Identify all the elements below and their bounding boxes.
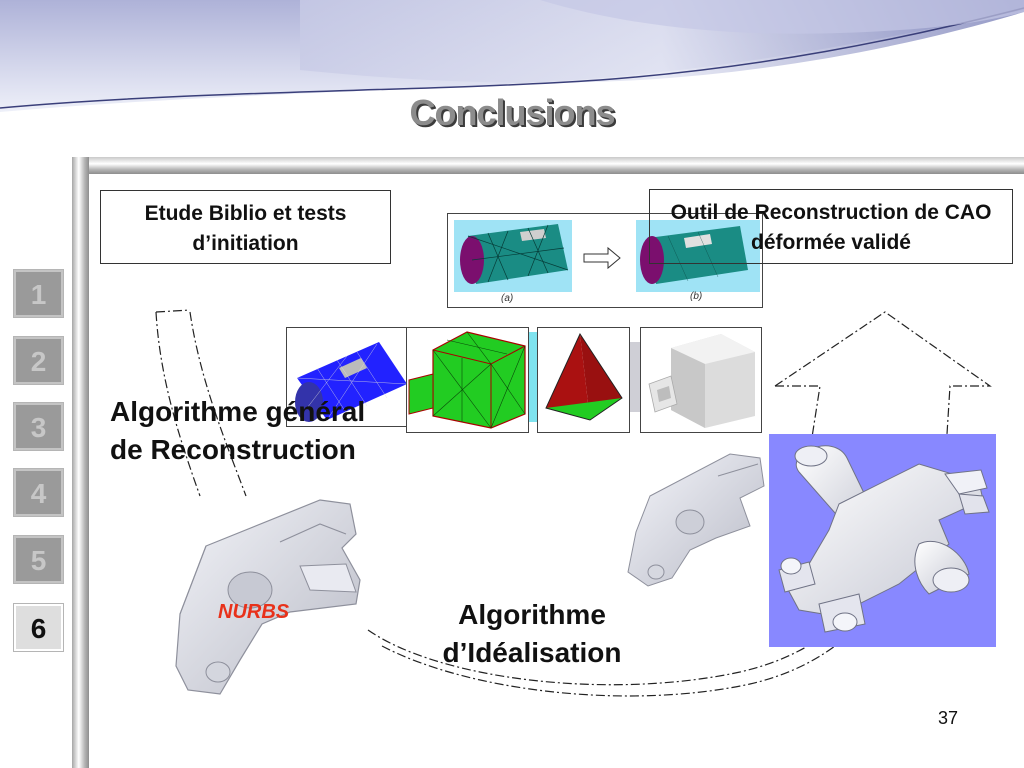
- figure-label-a: (a): [501, 293, 514, 304]
- nurbs-label: NURBS: [218, 601, 290, 623]
- cyan-mesh-strip: [529, 332, 538, 422]
- algo-general-line2: de Reconstruction: [110, 434, 356, 465]
- mesh-cylinder-b-image: [640, 226, 748, 284]
- outil-text: Outil de Reconstruction de CAO déformée …: [670, 201, 992, 254]
- header-swoosh-decoration: [0, 0, 1024, 117]
- figure-label-b: (b): [690, 291, 703, 302]
- nav-button-6-active[interactable]: 6: [13, 603, 64, 652]
- outil-box: Outil de Reconstruction de CAO déformée …: [649, 189, 1013, 264]
- grey-block-thumbnail: [640, 327, 762, 433]
- algo-ideal-line2: d’Idéalisation: [442, 637, 622, 668]
- algo-general-line1: Algorithme général: [110, 396, 366, 427]
- idealized-part-image: [778, 445, 990, 633]
- mesh-comparison-figure: [447, 213, 763, 308]
- arrow-right-icon: [583, 246, 621, 270]
- algo-general-label: Algorithme général de Reconstruction: [110, 393, 365, 469]
- mesh-cylinder-a-image: [460, 224, 569, 284]
- algo-ideal-line1: Algorithme: [458, 599, 606, 630]
- biblio-text: Etude Biblio et tests d’initiation: [144, 202, 347, 255]
- tetrahedron-thumbnail: [537, 327, 630, 433]
- nav-button-3[interactable]: 3: [13, 402, 64, 451]
- nav-button-4[interactable]: 4: [13, 468, 64, 517]
- content-frame-top-bar: [72, 157, 1024, 174]
- nav-button-5[interactable]: 5: [13, 535, 64, 584]
- nav-button-2[interactable]: 2: [13, 336, 64, 385]
- green-block-mesh-thumbnail: [406, 327, 529, 433]
- page-number: 37: [938, 708, 959, 728]
- nav-button-1[interactable]: 1: [13, 269, 64, 318]
- idealized-part-panel: [769, 434, 996, 647]
- mechanical-part-left-image: [175, 499, 361, 695]
- grey-mesh-strip: [630, 342, 642, 412]
- biblio-box: Etude Biblio et tests d’initiation: [100, 190, 391, 264]
- mechanical-part-middle-image: [627, 453, 765, 587]
- slide-title: Conclusions: [409, 92, 615, 133]
- blue-mesh-thumbnail: [286, 327, 416, 427]
- algo-ideal-label: Algorithme d’Idéalisation: [420, 596, 644, 672]
- content-frame-left-bar: [72, 157, 89, 768]
